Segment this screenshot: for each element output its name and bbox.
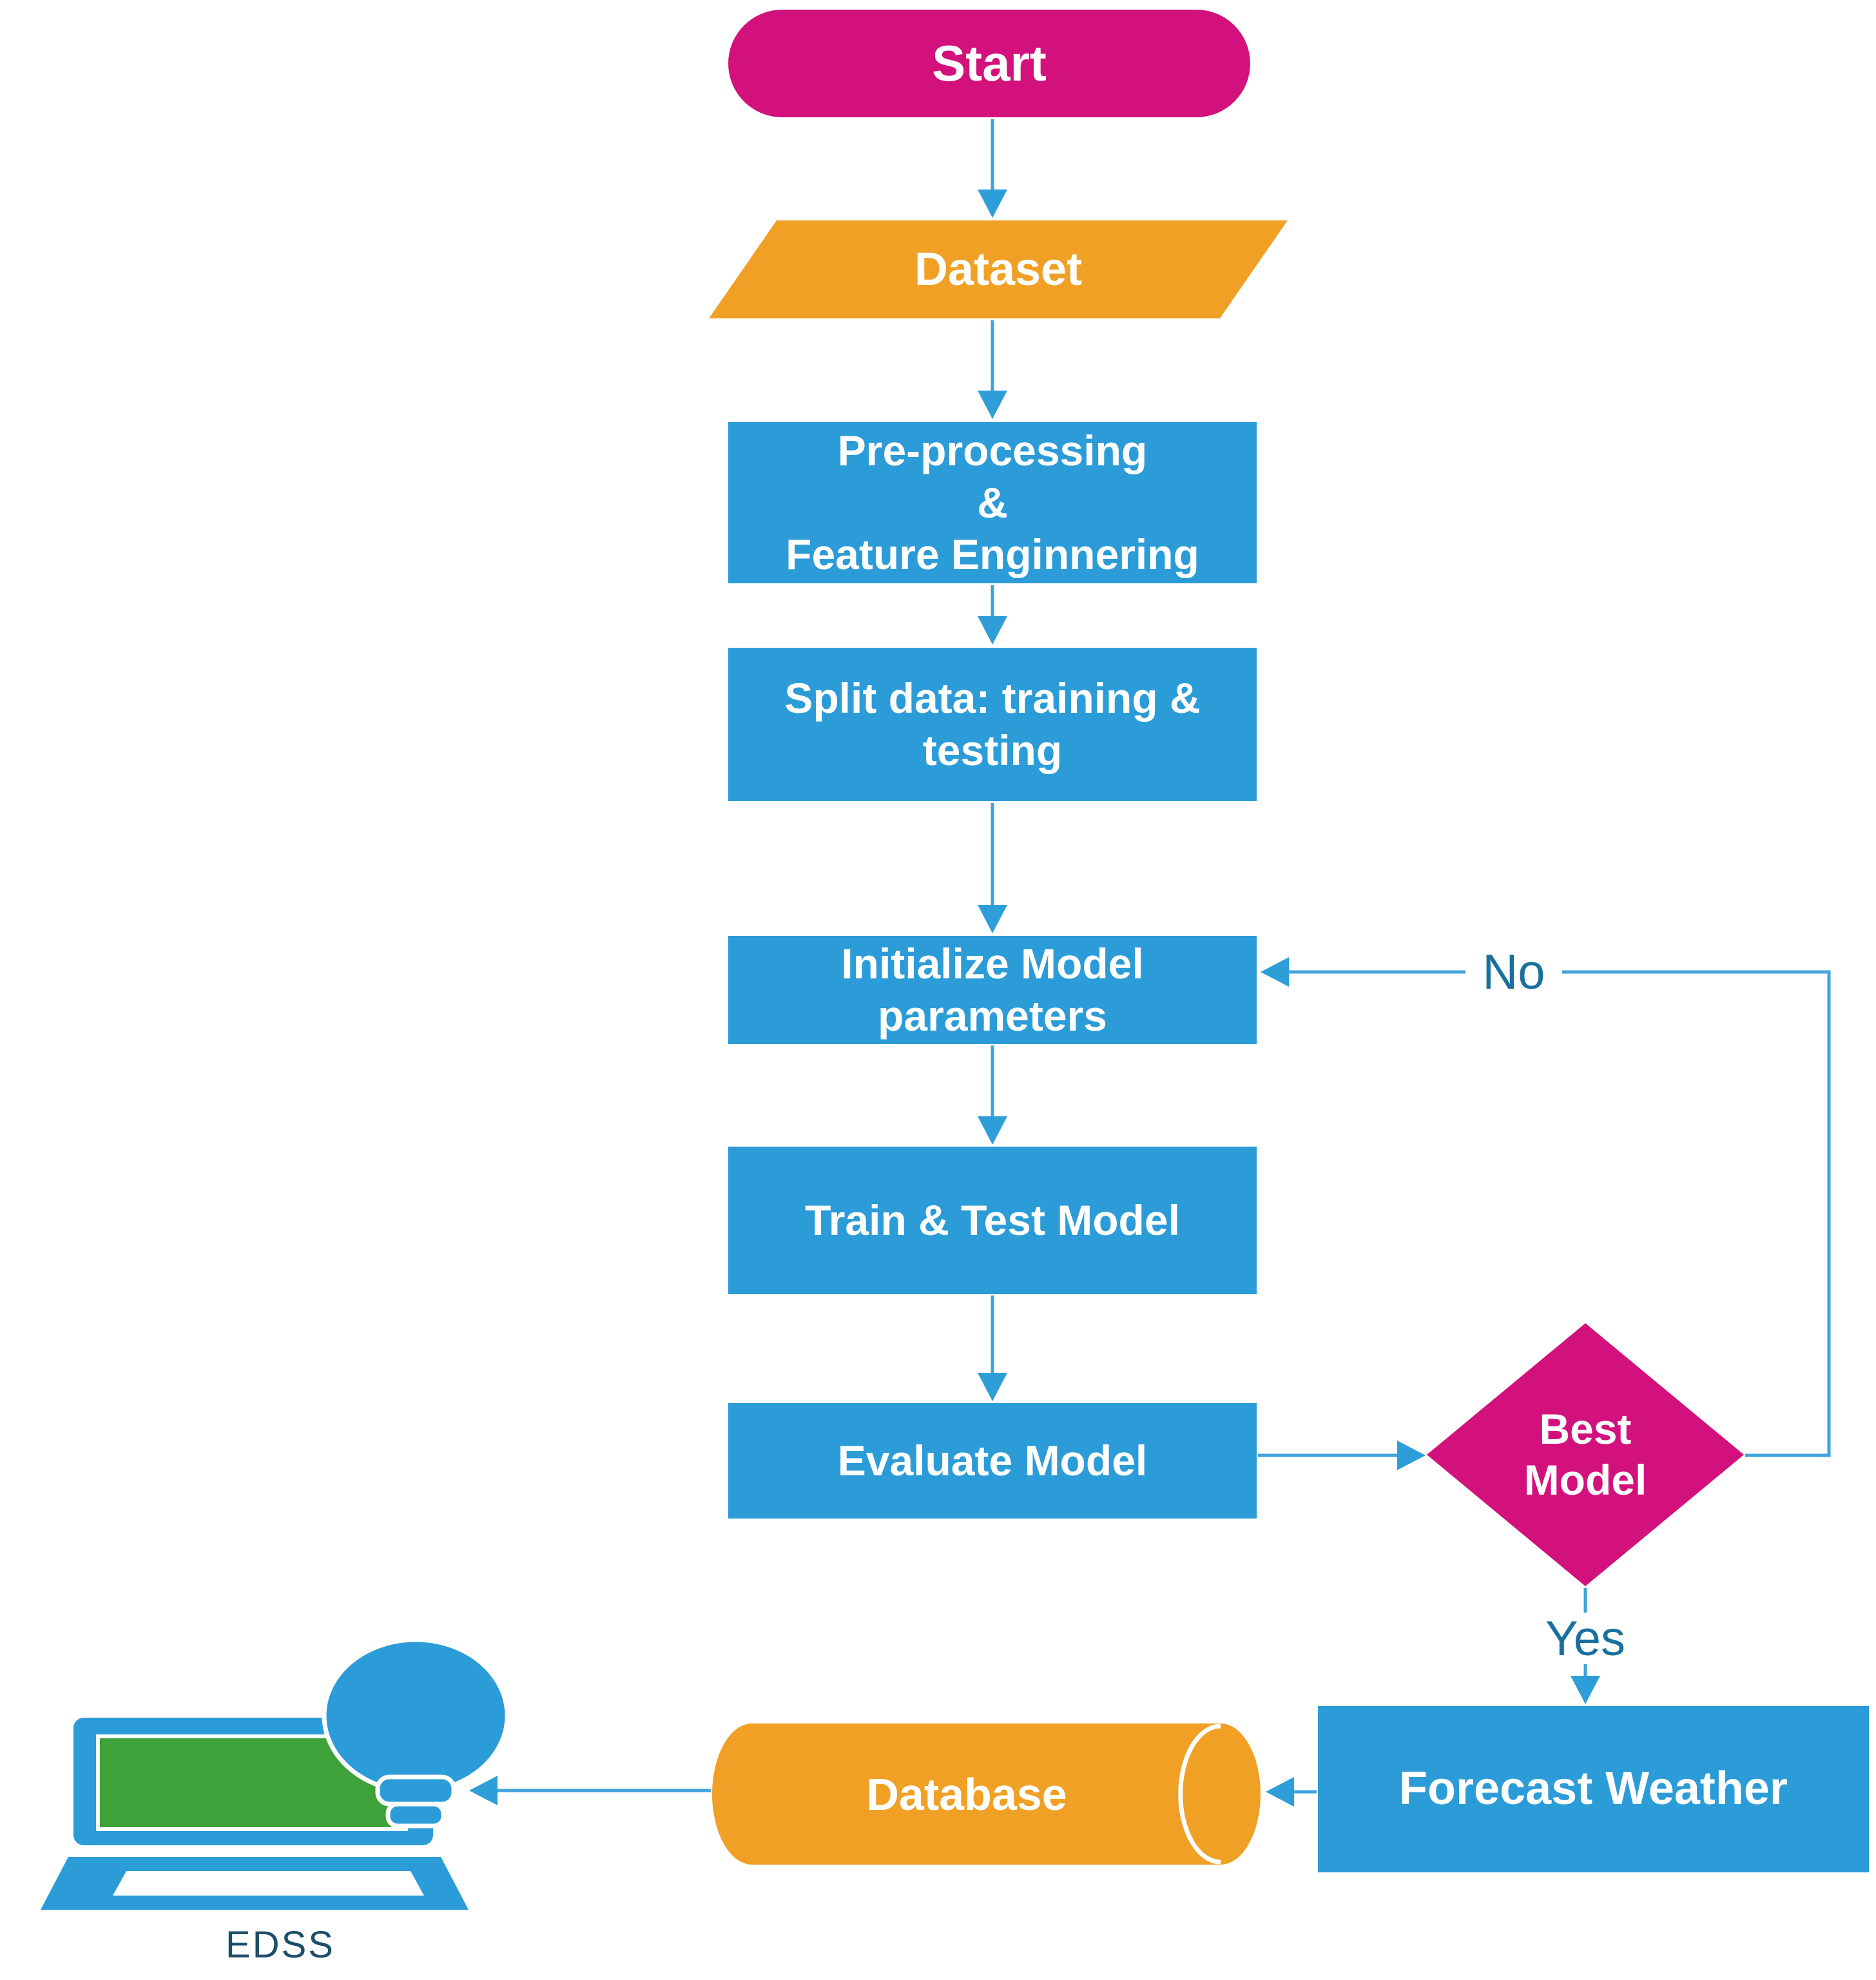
edss-laptop-icon (41, 1637, 510, 1910)
edge-label-yes: Yes (1527, 1611, 1643, 1666)
arrowhead-icon (1266, 1777, 1294, 1807)
arrowhead-icon (978, 1116, 1007, 1145)
node-split-data: Split data: training & testing (728, 648, 1257, 801)
arrowhead-icon (978, 1373, 1007, 1401)
node-initialize-parameters: Initialize Model parameters (728, 936, 1257, 1044)
lightbulb-base (385, 1801, 446, 1829)
arrowhead-icon (978, 616, 1007, 645)
lightbulb-socket (375, 1774, 456, 1807)
edss-label: EDSS (226, 1923, 335, 1966)
node-preprocessing: Pre-processing & Feature Enginnering (728, 422, 1257, 583)
arrowhead-icon (978, 391, 1007, 419)
arrowhead-icon (978, 189, 1007, 218)
lightbulb-icon (322, 1637, 510, 1794)
database-label: Database (866, 1769, 1067, 1820)
node-evaluate-model: Evaluate Model (728, 1403, 1257, 1519)
node-train-test-model: Train & Test Model (728, 1147, 1257, 1294)
node-forecast-weather: Forecast Weather (1318, 1706, 1869, 1872)
arrowhead-icon (469, 1776, 498, 1805)
laptop-keyboard-inset (113, 1871, 424, 1896)
node-dataset: Dataset (709, 220, 1288, 318)
database-cylinder-icon (712, 1723, 1261, 1865)
edge-label-no: No (1465, 945, 1562, 1000)
node-start: Start (728, 10, 1250, 117)
arrowhead-icon (978, 905, 1007, 933)
arrowhead-icon (1571, 1676, 1600, 1704)
arrowhead-icon (1397, 1441, 1426, 1470)
arrowhead-icon (1261, 957, 1289, 987)
